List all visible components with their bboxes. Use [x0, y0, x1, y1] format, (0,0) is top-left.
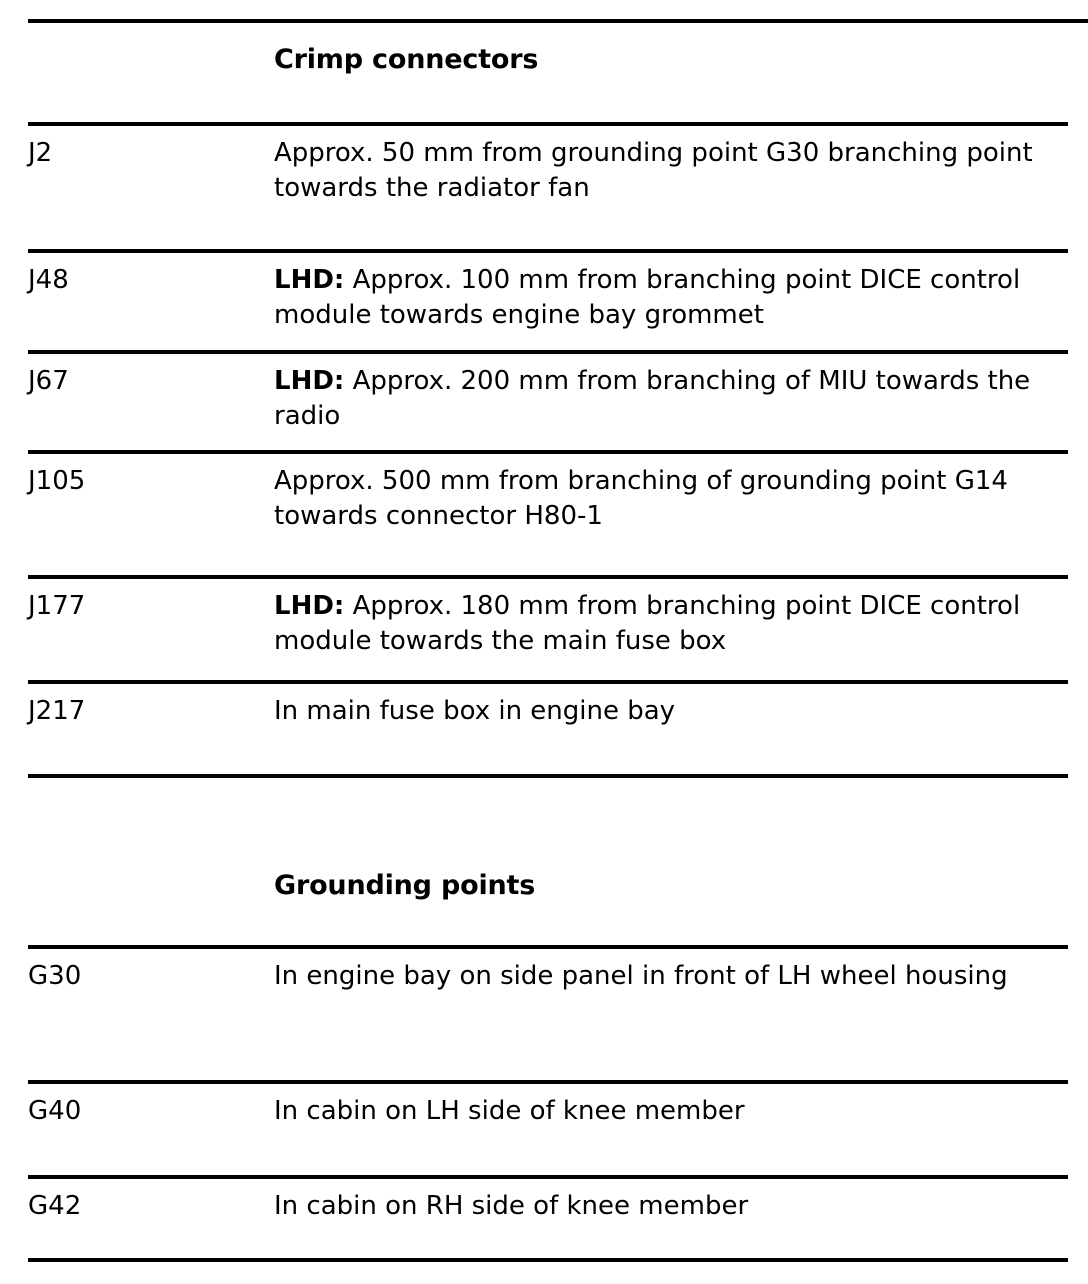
row-label: J67 [28, 366, 69, 396]
row-label: G30 [28, 961, 82, 991]
table-rule [28, 350, 1068, 354]
table-rule [28, 945, 1068, 949]
row-description-prefix: LHD: [274, 265, 345, 295]
table-rule-bottom [28, 774, 1068, 778]
row-description: Approx. 50 mm from grounding point G30 b… [274, 136, 1074, 206]
table-rule [28, 1175, 1068, 1179]
row-description: In cabin on LH side of knee member [274, 1094, 1074, 1129]
section-heading-grounding-points: Grounding points [274, 870, 536, 901]
row-description-text: Approx. 200 mm from branching of MIU tow… [274, 366, 1031, 431]
row-description-text: Approx. 180 mm from branching point DICE… [274, 591, 1021, 656]
row-description: In cabin on RH side of knee member [274, 1189, 1074, 1224]
row-description: In engine bay on side panel in front of … [274, 959, 1084, 994]
table-rule [28, 680, 1068, 684]
row-label: J177 [28, 591, 86, 621]
row-description-text: Approx. 50 mm from grounding point G30 b… [274, 138, 1033, 203]
table-rule [28, 575, 1068, 579]
table-rule-top [28, 19, 1088, 23]
row-label: J105 [28, 466, 86, 496]
row-label: J217 [28, 696, 86, 726]
row-description: LHD: Approx. 200 mm from branching of MI… [274, 364, 1074, 434]
table-rule [28, 450, 1068, 454]
row-description-text: In main fuse box in engine bay [274, 696, 676, 726]
table-rule [28, 122, 1068, 126]
row-description: LHD: Approx. 100 mm from branching point… [274, 263, 1074, 333]
section-heading-crimp-connectors: Crimp connectors [274, 44, 539, 75]
row-description: LHD: Approx. 180 mm from branching point… [274, 589, 1074, 659]
row-description-prefix: LHD: [274, 366, 345, 396]
row-description: In main fuse box in engine bay [274, 694, 1074, 729]
row-description-text: In engine bay on side panel in front of … [274, 961, 1008, 991]
row-description-text: Approx. 100 mm from branching point DICE… [274, 265, 1021, 330]
row-description-text: Approx. 500 mm from branching of groundi… [274, 466, 1008, 531]
row-description-prefix: LHD: [274, 591, 345, 621]
row-description-text: In cabin on LH side of knee member [274, 1096, 745, 1126]
table-rule [28, 1080, 1068, 1084]
row-label: G40 [28, 1096, 82, 1126]
row-label: G42 [28, 1191, 82, 1221]
table-rule-bottom [28, 1258, 1068, 1262]
row-label: J48 [28, 265, 69, 295]
row-label: J2 [28, 138, 53, 168]
table-rule [28, 249, 1068, 253]
row-description: Approx. 500 mm from branching of groundi… [274, 464, 1074, 534]
row-description-text: In cabin on RH side of knee member [274, 1191, 749, 1221]
